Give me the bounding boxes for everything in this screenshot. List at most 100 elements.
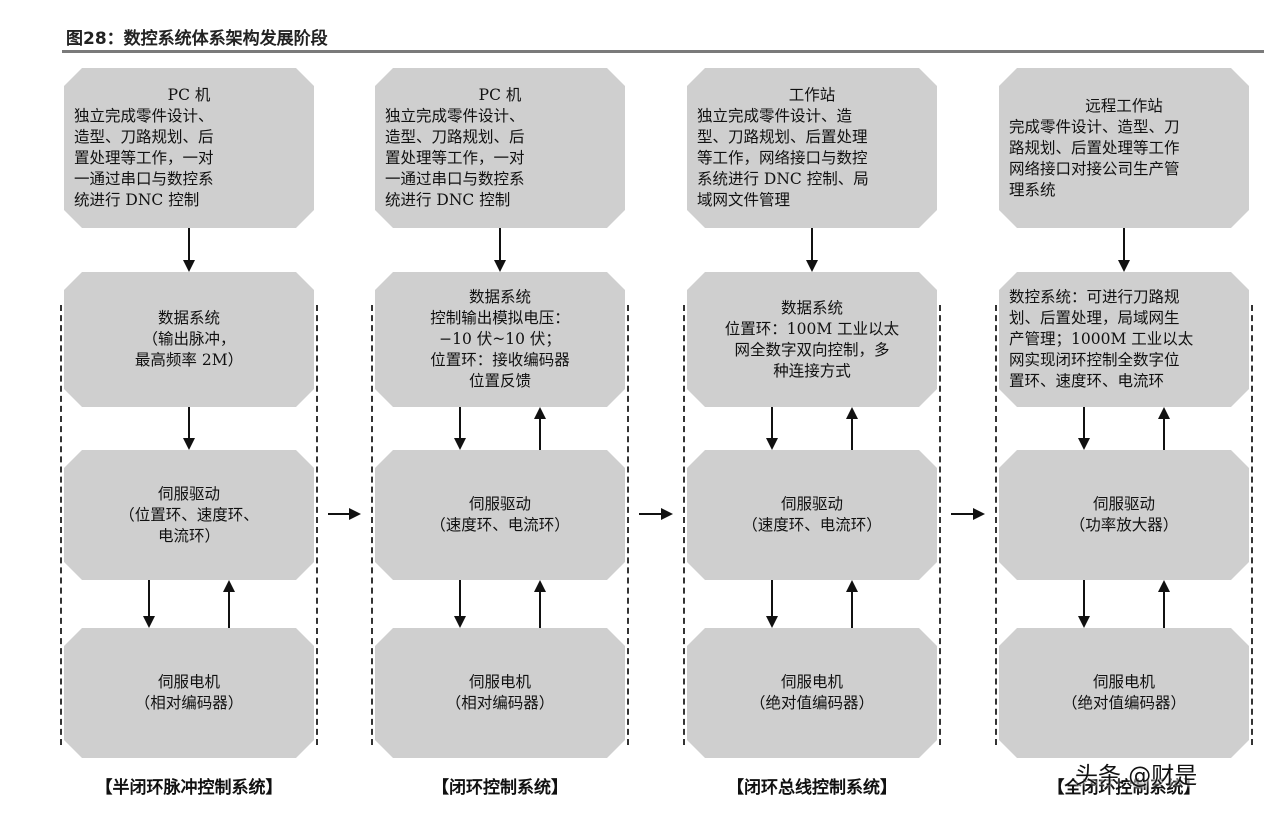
top-box: 工作站独立完成零件设计、造型、刀路规划、后置处理等工作，网络接口与数控系统进行 … xyxy=(687,68,937,228)
top-box-line: 域网文件管理 xyxy=(697,191,791,209)
stack-border-left xyxy=(995,305,997,745)
arrow-down xyxy=(1117,228,1131,272)
top-box-line: 独立完成零件设计、 xyxy=(385,107,525,125)
servo-box: 伺服驱动 （功率放大器） xyxy=(999,450,1249,580)
control-box-line: 产管理；1000M 工业以太 xyxy=(1009,330,1194,348)
arrow-up xyxy=(845,580,859,628)
motor-box: 伺服电机 （绝对值编码器） xyxy=(687,628,937,758)
servo-box-line: （速度环、电流环） xyxy=(742,516,882,534)
stage-transition-arrow xyxy=(951,506,985,522)
top-box: PC 机独立完成零件设计、造型、刀路规划、后置处理等工作，一对一通过串口与数控系… xyxy=(64,68,314,228)
arrow-down xyxy=(182,407,196,450)
arrow-up xyxy=(222,580,236,628)
arrow-down xyxy=(1077,407,1091,450)
top-box: 远程工作站完成零件设计、造型、刀路规划、后置处理等工作网络接口对接公司生产管理系… xyxy=(999,68,1249,228)
top-box-line: 型、刀路规划、后置处理 xyxy=(697,128,868,146)
servo-box-line: （位置环、速度环、 xyxy=(119,505,259,524)
arrow-down xyxy=(453,407,467,450)
control-box-line: 数据系统 xyxy=(468,288,531,306)
top-box-line: 一通过串口与数控系 xyxy=(74,170,214,188)
arrow-down xyxy=(453,580,467,628)
control-box: 数控系统：可进行刀路规划、后置处理，局域网生产管理；1000M 工业以太网实现闭… xyxy=(999,272,1249,407)
control-box-line: 数据系统 xyxy=(157,309,220,327)
top-box-title: 远程工作站 xyxy=(1085,96,1163,115)
top-box-line: 造型、刀路规划、后 xyxy=(74,128,214,146)
control-box-line: 位置反馈 xyxy=(468,372,531,390)
servo-box-line: 伺服驱动 xyxy=(1092,495,1155,513)
control-box-line: 位置环：100M 工业以太 xyxy=(724,319,900,338)
control-box-line: 数控系统：可进行刀路规 xyxy=(1009,288,1180,306)
arrow-up xyxy=(845,407,859,450)
servo-box: 伺服驱动 （位置环、速度环、电流环） xyxy=(64,450,314,580)
top-box-line: 完成零件设计、造型、刀 xyxy=(1009,117,1180,136)
control-box-line: 控制输出模拟电压： xyxy=(430,309,570,327)
stack-border-left xyxy=(683,305,685,745)
control-box-line: 置环、速度环、电流环 xyxy=(1009,372,1165,390)
top-box-line: 系统进行 DNC 控制、局 xyxy=(697,170,869,188)
top-box-title: PC 机 xyxy=(478,86,522,104)
arrow-down xyxy=(1077,580,1091,628)
stack-border-left xyxy=(60,305,62,745)
figure-title: 图28：数控系统体系架构发展阶段 xyxy=(66,29,328,49)
control-box-line: 网全数字双向控制，多 xyxy=(734,340,890,359)
top-box-line: 造型、刀路规划、后 xyxy=(385,128,525,146)
arrow-up xyxy=(533,407,547,450)
servo-box-line: 伺服驱动 xyxy=(468,495,531,513)
top-box-line: 一通过串口与数控系 xyxy=(385,170,525,188)
servo-box: 伺服驱动 （速度环、电流环） xyxy=(687,450,937,580)
top-box-line: 独立完成零件设计、造 xyxy=(697,107,853,125)
arrow-up xyxy=(1157,580,1171,628)
stage-caption: 【半闭环脉冲控制系统】 xyxy=(95,778,283,798)
servo-box-line: 伺服驱动 xyxy=(157,484,220,503)
arrow-down xyxy=(493,228,507,272)
top-box-line: 置处理等工作，一对 xyxy=(74,149,214,167)
top-box-line: 统进行 DNC 控制 xyxy=(385,191,511,209)
servo-box-line: 电流环） xyxy=(157,526,220,545)
motor-box-line: （相对编码器） xyxy=(445,694,555,712)
top-box-line: 置处理等工作，一对 xyxy=(385,149,525,167)
motor-box-line: （绝对值编码器） xyxy=(1061,694,1186,712)
control-box: 数据系统位置环：100M 工业以太网全数字双向控制，多种连接方式 xyxy=(687,272,937,407)
watermark: 头条 @财是 xyxy=(1075,763,1198,789)
arrow-down xyxy=(805,228,819,272)
control-box-line: −10 伏~10 伏； xyxy=(439,330,561,348)
top-box-title: 工作站 xyxy=(788,86,836,104)
servo-box-line: 伺服驱动 xyxy=(780,495,843,513)
motor-box-line: 伺服电机 xyxy=(468,673,531,691)
control-box-line: 网实现闭环控制全数字位 xyxy=(1009,351,1180,369)
stage-caption: 【闭环控制系统】 xyxy=(432,778,568,798)
stage-transition-arrow xyxy=(639,506,673,522)
motor-box: 伺服电机 （相对编码器） xyxy=(375,628,625,758)
motor-box-line: 伺服电机 xyxy=(1092,673,1155,691)
control-box-line: （输出脉冲， xyxy=(142,330,236,348)
stage-caption: 【闭环总线控制系统】 xyxy=(727,778,897,798)
motor-box-line: 伺服电机 xyxy=(780,673,843,691)
arrow-down xyxy=(142,580,156,628)
stage-caption: 【全闭环控制系统】 xyxy=(1047,778,1201,798)
top-box-title: PC 机 xyxy=(167,86,211,104)
top-box-line: 等工作，网络接口与数控 xyxy=(697,149,868,167)
top-box-line: 统进行 DNC 控制 xyxy=(74,191,200,209)
control-box: 数据系统控制输出模拟电压：−10 伏~10 伏；位置环：接收编码器位置反馈 xyxy=(375,272,625,407)
stage-transition-arrow xyxy=(328,506,361,522)
control-box-line: 最高频率 2M） xyxy=(134,351,244,369)
stack-border-left xyxy=(371,305,373,745)
control-box-line: 划、后置处理，局域网生 xyxy=(1009,309,1180,327)
top-box-line: 理系统 xyxy=(1009,180,1056,199)
top-box-line: 独立完成零件设计、 xyxy=(74,107,214,125)
motor-box-line: （相对编码器） xyxy=(134,694,244,712)
servo-box-line: （功率放大器） xyxy=(1069,516,1179,534)
arrow-up xyxy=(533,580,547,628)
control-box-line: 数据系统 xyxy=(780,298,843,317)
motor-box: 伺服电机 （绝对值编码器） xyxy=(999,628,1249,758)
motor-box-line: 伺服电机 xyxy=(157,673,220,691)
motor-box: 伺服电机 （相对编码器） xyxy=(64,628,314,758)
stack-border-right xyxy=(627,305,629,745)
stack-border-right xyxy=(316,305,318,745)
control-box: 数据系统 （输出脉冲， 最高频率 2M） xyxy=(64,272,314,407)
control-box-line: 种连接方式 xyxy=(773,361,851,380)
title-rule xyxy=(62,50,1264,53)
arrow-up xyxy=(1157,407,1171,450)
arrow-down xyxy=(182,228,196,272)
motor-box-line: （绝对值编码器） xyxy=(749,694,874,712)
